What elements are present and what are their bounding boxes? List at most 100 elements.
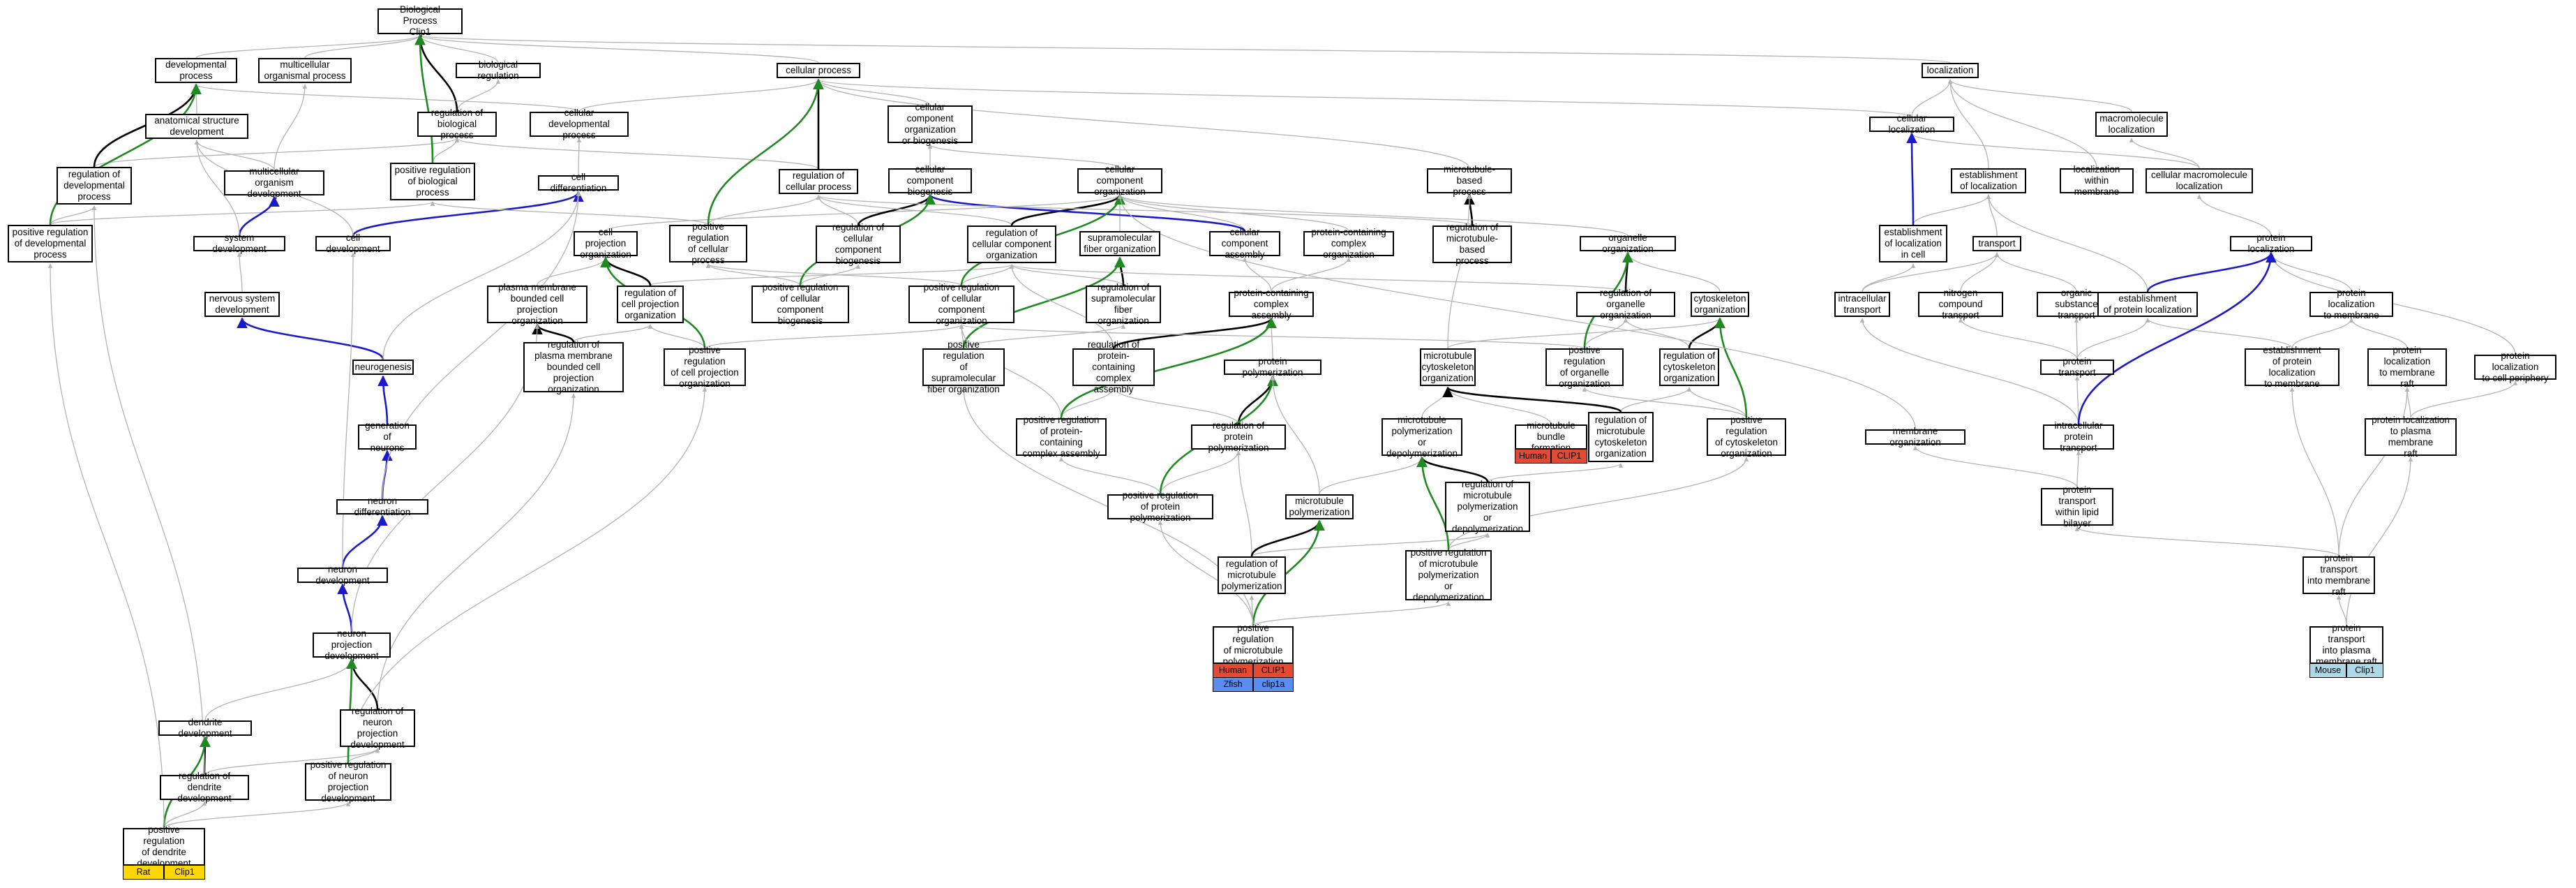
go-term-node-eol[interactable]: establishment of localization	[1951, 168, 2026, 193]
go-term-node-ict[interactable]: intracellular transport	[1834, 292, 1890, 317]
go-term-node-mtbf[interactable]: microtubule bundle formation	[1515, 420, 1587, 453]
go-term-node-trans[interactable]: transport	[1972, 236, 2021, 251]
go-term-node-nct[interactable]: nitrogen compound transport	[1918, 288, 2003, 320]
go-term-node-rbp[interactable]: regulation of biological process	[417, 108, 497, 140]
go-term-node-rcso[interactable]: regulation of cytoskeleton organization	[1659, 348, 1719, 386]
go-term-node-prcp[interactable]: positive regulation of cellular process	[669, 221, 747, 265]
go-term-node-prcco[interactable]: positive regulation of cellular componen…	[908, 282, 1014, 326]
go-term-node-mop[interactable]: multicellular organismal process	[258, 58, 352, 83]
go-term-node-lwm[interactable]: localization within membrane	[2060, 164, 2134, 197]
go-term-node-ploc[interactable]: protein localization	[2230, 232, 2312, 254]
go-term-node-rdd[interactable]: regulation of dendrite development	[160, 771, 249, 804]
go-term-node-ng[interactable]: neurogenesis	[352, 360, 414, 375]
go-term-node-pcca[interactable]: protein-containing complex assembly	[1229, 288, 1314, 320]
go-term-node-eolc[interactable]: establishment of localization in cell	[1879, 225, 1947, 262]
go-term-node-gon[interactable]: generation of neurons	[358, 420, 417, 453]
go-term-node-oo[interactable]: organelle organization	[1580, 232, 1676, 254]
go-term-node-prmtp[interactable]: positive regulation of microtubule polym…	[1213, 623, 1294, 667]
go-term-node-rsfo[interactable]: regulation of supramolecular fiber organ…	[1086, 282, 1161, 326]
go-term-node-pltmr[interactable]: protein localization to membrane raft	[2367, 345, 2447, 389]
go-term-node-prccb[interactable]: positive regulation of cellular componen…	[751, 282, 849, 326]
go-term-node-sd[interactable]: system development	[193, 232, 285, 254]
go-term-node-mtbp[interactable]: microtubule-based process	[1427, 164, 1512, 197]
go-term-node-bp[interactable]: Biological Process Clip1	[377, 4, 463, 37]
go-term-node-cml[interactable]: cellular macromolecule localization	[2146, 168, 2253, 193]
edge-is-a-ptipmr-to-pltpmr	[2346, 457, 2413, 627]
species-badge: Human	[1213, 663, 1253, 678]
go-term-node-cso[interactable]: cytoskeleton organization	[1691, 292, 1749, 317]
go-term-node-rccb[interactable]: regulation of cellular component biogene…	[816, 222, 901, 266]
edge-is-a-prdd-to-prdp	[47, 263, 165, 829]
go-term-node-ipt[interactable]: intracellular protein transport	[2043, 420, 2114, 453]
go-term-node-cp[interactable]: cellular process	[777, 63, 860, 78]
go-term-node-loc[interactable]: localization	[1922, 63, 1979, 78]
go-term-node-pltcp[interactable]: protein localization to cell periphery	[2474, 350, 2556, 383]
go-term-node-prdd[interactable]: positive regulation of dendrite developm…	[123, 824, 205, 868]
go-term-node-asd[interactable]: anatomical structure development	[145, 114, 248, 139]
go-term-node-prnpd[interactable]: positive regulation of neuron projection…	[305, 760, 391, 804]
go-term-node-mtpd[interactable]: microtubule polymerization or depolymeri…	[1381, 415, 1462, 459]
go-term-node-prcpo[interactable]: positive regulation of cell projection o…	[664, 345, 746, 389]
go-term-node-rcco[interactable]: regulation of cellular component organiz…	[967, 225, 1056, 263]
go-term-node-rcp[interactable]: regulation of cellular process	[779, 169, 858, 194]
go-term-node-mod[interactable]: multicellular organism development	[224, 166, 324, 199]
go-term-node-rpmbcpo[interactable]: regulation of plasma membrane bounded ce…	[523, 339, 624, 394]
go-term-node-rmtpd[interactable]: regulation of microtubule polymerization…	[1445, 479, 1530, 534]
go-term-node-prmtpd[interactable]: positive regulation of microtubule polym…	[1405, 547, 1492, 602]
go-term-node-rmtco[interactable]: regulation of microtubule cytoskeleton o…	[1588, 412, 1654, 462]
go-term-node-nsd[interactable]: nervous system development	[204, 292, 280, 317]
go-term-node-ccob[interactable]: cellular component organization or bioge…	[888, 102, 973, 146]
go-term-node-ptwlb[interactable]: protein transport within lipid bilayer	[2041, 484, 2113, 528]
go-term-node-roo[interactable]: regulation of organelle organization	[1576, 288, 1675, 320]
go-term-node-cloc[interactable]: cellular localization	[1869, 113, 1954, 135]
go-term-node-pp[interactable]: protein polymerization	[1224, 356, 1321, 378]
edge-is-a-cdiff-to-cdp	[576, 138, 582, 176]
go-term-node-cdiff[interactable]: cell differentiation	[538, 172, 619, 193]
go-term-node-eplm[interactable]: establishment of protein localization to…	[2245, 345, 2339, 389]
go-term-node-cca[interactable]: cellular component assembly	[1209, 227, 1280, 260]
go-term-node-mml[interactable]: macromolecule localization	[2095, 112, 2168, 137]
go-term-node-rdp[interactable]: regulation of developmental process	[57, 167, 132, 205]
go-term-node-nd[interactable]: neuron differentiation	[336, 496, 428, 517]
go-term-node-pmbcpo[interactable]: plasma membrane bounded cell projection …	[487, 282, 587, 326]
edge-is-a-ptwlb-to-ipt	[2076, 450, 2081, 489]
go-term-node-ptipmr[interactable]: protein transport into plasma membrane r…	[2309, 623, 2383, 667]
go-term-node-npd[interactable]: neuron projection development	[313, 628, 391, 661]
go-term-node-rpcca[interactable]: regulation of protein-containing complex…	[1072, 339, 1155, 394]
go-term-node-prpp[interactable]: positive regulation of protein polymeriz…	[1107, 490, 1213, 523]
edge-is-a-prdd-to-rdd	[163, 801, 207, 829]
go-term-node-prsfo[interactable]: positive regulation of supramolecular fi…	[922, 339, 1005, 394]
go-term-node-dev[interactable]: developmental process	[155, 58, 237, 83]
go-term-node-pltm[interactable]: protein localization to membrane	[2309, 288, 2393, 320]
go-term-node-mtco[interactable]: microtubule cytoskeleton organization	[1420, 348, 1476, 386]
go-term-node-breg[interactable]: biological regulation	[456, 59, 541, 81]
go-term-node-dd[interactable]: dendrite development	[158, 717, 252, 739]
go-term-node-proo[interactable]: positive regulation of organelle organiz…	[1545, 345, 1624, 389]
go-term-node-prcso[interactable]: positive regulation of cytoskeleton orga…	[1707, 415, 1786, 459]
go-term-node-cco[interactable]: cellular component organization	[1077, 164, 1162, 197]
go-term-node-ccb[interactable]: cellular component biogenesis	[888, 164, 972, 197]
go-term-node-ptimr[interactable]: protein transport into membrane raft	[2302, 553, 2375, 597]
go-term-node-rcpo[interactable]: regulation of cell projection organizati…	[617, 286, 684, 323]
go-term-node-rmtbp[interactable]: regulation of microtubule-based process	[1432, 222, 1512, 266]
edge-part-of-cdev-to-cdiff	[352, 191, 584, 237]
go-term-node-prdp[interactable]: positive regulation of developmental pro…	[8, 225, 93, 262]
go-term-node-epl[interactable]: establishment of protein localization	[2097, 292, 2198, 317]
go-term-node-rpp[interactable]: regulation of protein polymerization	[1191, 420, 1286, 453]
go-term-node-mo[interactable]: membrane organization	[1865, 426, 1965, 447]
go-term-node-cpo[interactable]: cell projection organization	[574, 227, 638, 260]
go-term-node-prpcca[interactable]: positive regulation of protein-containin…	[1016, 415, 1107, 459]
go-term-node-cdev[interactable]: cell development	[315, 232, 391, 254]
go-term-node-rnpd[interactable]: regulation of neuron projection developm…	[340, 706, 415, 750]
edge-is-a-prcpo-to-prcco	[704, 324, 964, 349]
go-term-node-rmtp[interactable]: regulation of microtubule polymerization	[1218, 556, 1286, 594]
go-term-node-sfo[interactable]: supramolecular fiber organization	[1079, 231, 1160, 256]
edge-is-a-prmtpd-to-rmtpd	[1448, 533, 1490, 551]
go-term-node-cdp[interactable]: cellular developmental process	[530, 108, 629, 140]
go-term-node-pcco[interactable]: protein-containing complex organization	[1303, 227, 1394, 260]
go-term-node-prbp[interactable]: positive regulation of biological proces…	[390, 163, 475, 200]
go-term-node-mtp[interactable]: microtubule polymerization	[1285, 494, 1354, 519]
go-term-node-ndev[interactable]: neuron development	[297, 564, 388, 586]
go-term-node-pltpmr[interactable]: protein localization to plasma membrane …	[2365, 415, 2457, 459]
go-term-node-pt[interactable]: protein transport	[2040, 356, 2114, 378]
